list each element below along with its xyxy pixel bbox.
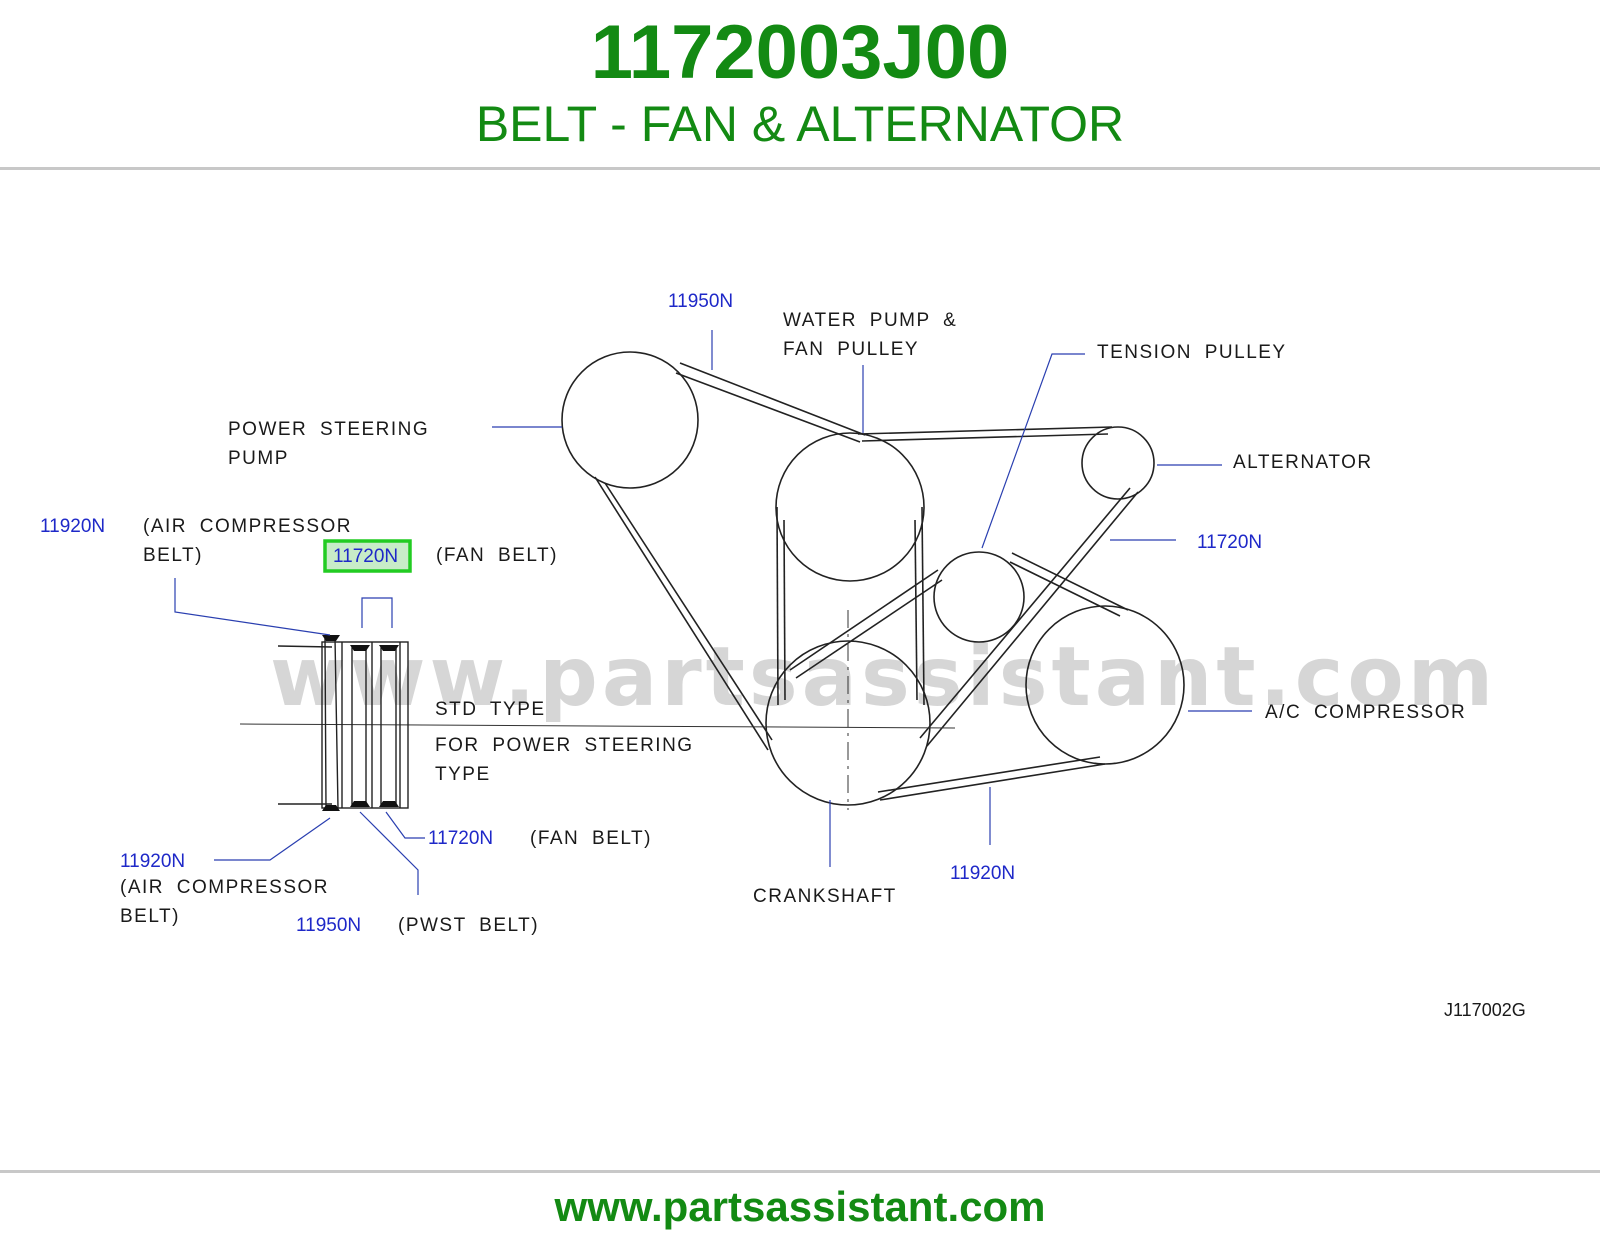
part-ref-11950N-top[interactable]: 11950N (668, 291, 733, 312)
label-for-power-steering-2: TYPE (435, 764, 491, 785)
part-ref-11950N-bottom[interactable]: 11950N (296, 915, 361, 936)
mark-bottom-1 (322, 805, 340, 811)
section-top-ext (277, 645, 333, 648)
mark-bottom-2 (350, 801, 370, 807)
footer-divider (0, 1170, 1600, 1173)
pwst-belt-lower-inner (604, 482, 773, 741)
header-divider (0, 167, 1600, 170)
ac-belt-diag-inner (795, 579, 943, 679)
leader-11720N-bottom (385, 811, 425, 839)
belt-diagram: www.partsassistant.com (0, 270, 1600, 1070)
leader-11920N-left (174, 578, 331, 636)
fan-belt-mid-outer (921, 506, 925, 706)
ac-belt-lower-outer (879, 763, 1106, 801)
tension-pulley (933, 551, 1025, 643)
label-for-power-steering-1: FOR POWER STEERING (435, 735, 694, 756)
ac-belt-upper-inner (1009, 561, 1121, 617)
label-alternator: ALTERNATOR (1233, 452, 1373, 473)
mark-top-3 (379, 645, 399, 651)
label-air-compressor-belt-bottom-1: (AIR COMPRESSOR (120, 877, 329, 898)
leader-11920N-bottom-left (214, 817, 331, 861)
crankshaft-pulley (765, 640, 931, 806)
label-water-pump-2: FAN PULLEY (783, 339, 919, 360)
label-tension-pulley: TENSION PULLEY (1097, 342, 1287, 363)
label-fan-belt-bottom: (FAN BELT) (530, 828, 652, 849)
label-air-compressor-belt-bottom-2: BELT) (120, 906, 180, 927)
footer-site-url[interactable]: www.partsassistant.com (554, 1183, 1046, 1230)
watermark: www.partsassistant.com (270, 630, 1497, 725)
part-description-title: BELT - FAN & ALTERNATOR (475, 96, 1125, 152)
horizontal-centerline (239, 723, 956, 729)
section-outline (321, 641, 409, 809)
pwst-belt-upper-inner (675, 372, 861, 443)
ac-belt-upper-outer (1011, 552, 1129, 611)
page-header: 1172003J00 BELT - FAN & ALTERNATOR (0, 0, 1600, 170)
label-power-steering-1: POWER STEERING (228, 419, 429, 440)
label-pwst-belt: (PWST BELT) (398, 915, 539, 936)
mark-top-2 (350, 645, 370, 651)
label-crankshaft: CRANKSHAFT (753, 886, 897, 907)
fan-belt-top-inner (861, 433, 1109, 442)
leader-11950N-bottom (359, 811, 419, 895)
label-power-steering-2: PUMP (228, 448, 289, 469)
alternator-pulley (1081, 426, 1155, 500)
leader-11720N-selected (361, 597, 393, 628)
part-number-title: 1172003J00 (590, 10, 1010, 95)
selected-part-highlight[interactable] (323, 539, 412, 573)
part-ref-11720N-right[interactable]: 11720N (1197, 532, 1262, 553)
mark-top-1 (322, 635, 340, 641)
pwst-belt-upper (679, 362, 866, 436)
part-ref-11920N-bottom-right[interactable]: 11920N (950, 863, 1015, 884)
label-air-compressor-belt-2: BELT) (143, 545, 203, 566)
label-std-type: STD TYPE (435, 699, 546, 720)
fan-belt-right-outer (926, 491, 1139, 747)
fan-belt-mid-inner (914, 519, 918, 701)
fan-belt-left-outer (776, 506, 779, 706)
part-ref-11720N-bottom[interactable]: 11720N (428, 828, 493, 849)
fan-belt-right-inner (919, 487, 1131, 739)
fan-belt-top-outer (857, 426, 1113, 435)
label-fan-belt-top: (FAN BELT) (436, 545, 558, 566)
label-water-pump-1: WATER PUMP & (783, 310, 957, 331)
leader-tension-pulley (981, 353, 1085, 549)
pwst-belt-lower (594, 476, 769, 751)
label-air-compressor-belt-1: (AIR COMPRESSOR (143, 516, 352, 537)
water-pump-fan-pulley (775, 432, 925, 582)
label-ac-compressor: A/C COMPRESSOR (1265, 702, 1466, 723)
part-ref-11920N-left[interactable]: 11920N (40, 516, 105, 537)
belt-diagram-drawing: www.partsassistant.com (40, 291, 1526, 1020)
mark-bottom-3 (379, 801, 399, 807)
belt-section-marks (322, 635, 399, 811)
ac-belt-diag-outer (789, 569, 939, 671)
drawing-code: J117002G (1444, 1000, 1526, 1020)
part-ref-11720N-selected[interactable]: 11720N (333, 546, 398, 567)
part-ref-11920N-bottom-left[interactable]: 11920N (120, 851, 185, 872)
power-steering-pump-pulley (561, 351, 699, 489)
ac-belt-lower-inner (877, 756, 1101, 793)
fan-belt-left-inner (783, 519, 786, 701)
